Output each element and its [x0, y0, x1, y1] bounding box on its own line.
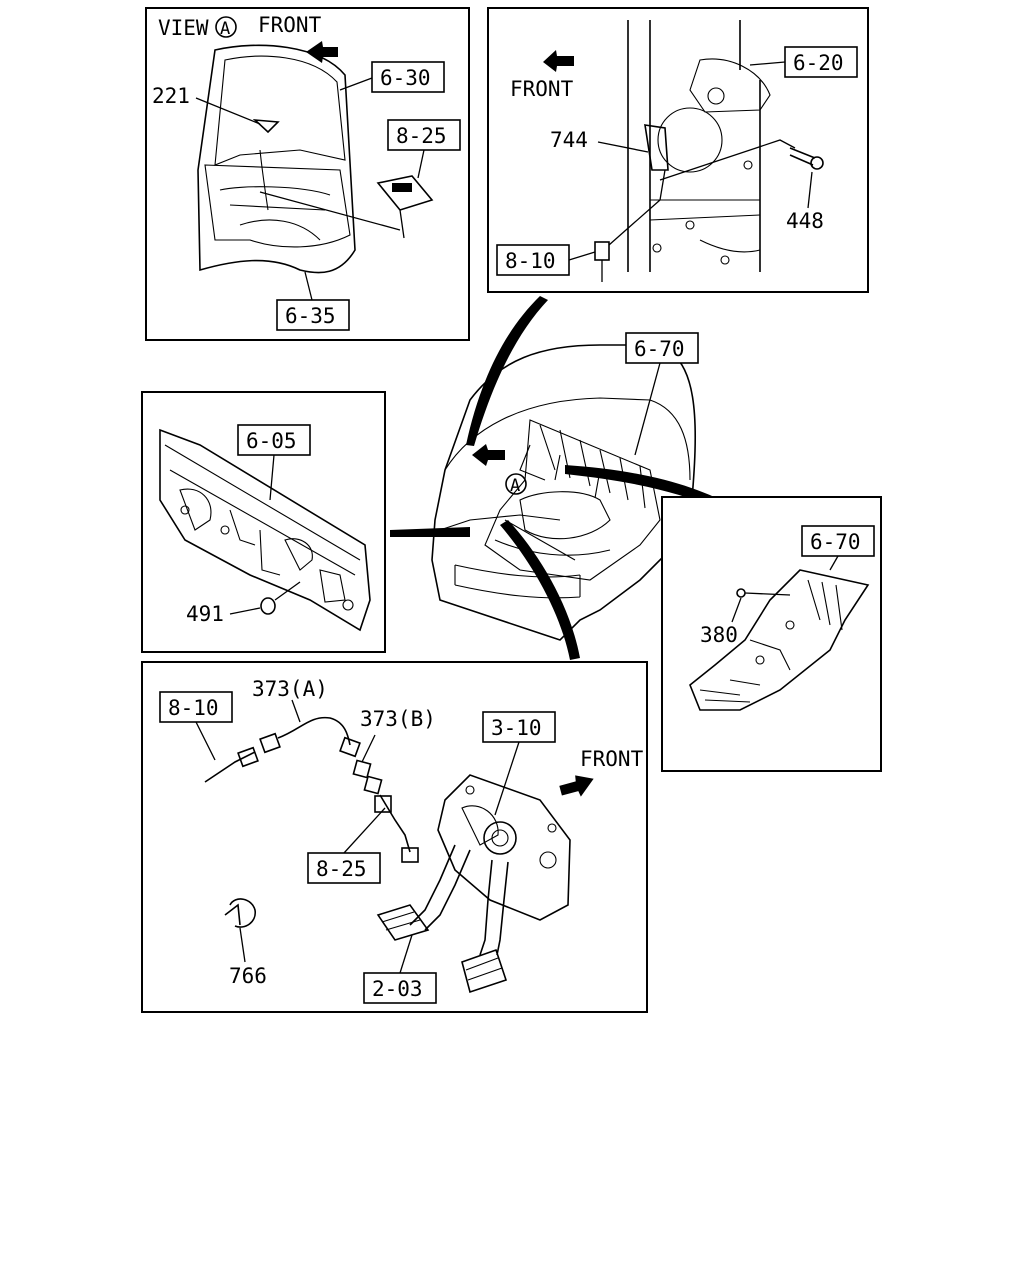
cab-floor-assembly: A: [390, 296, 742, 660]
part-380-label: 380: [700, 623, 738, 647]
callout-2-03-label: 2-03: [372, 977, 423, 1001]
callout-8-25-bottom-label: 8-25: [316, 857, 367, 881]
part-373a-label: 373(A): [252, 677, 328, 701]
view-a-front-label: FRONT: [258, 13, 322, 37]
callout-3-10-label: 3-10: [491, 716, 542, 740]
panel-dash: 6-05 491: [141, 391, 386, 653]
view-marker-circle: [505, 473, 527, 495]
front-arrow-icon: [306, 41, 338, 63]
top-right-front-label: FRONT: [510, 77, 574, 101]
part-448-label: 448: [786, 209, 824, 233]
panel-pedals: 8-10 373(A) 373(B) 8-25 3-10 FRONT: [141, 661, 648, 1013]
panel-floor-detail: 6-70 380: [661, 496, 882, 772]
part-221-label: 221: [152, 84, 190, 108]
panel-view-a: VIEW A FRONT 221 6-30 8-25 6-35: [145, 7, 470, 341]
callout-6-35-label: 6-35: [285, 304, 336, 328]
callout-6-20-label: 6-20: [793, 51, 844, 75]
part-373b-label: 373(B): [360, 707, 436, 731]
callout-6-70-center: 6-70: [625, 332, 699, 456]
bottom-front-label: FRONT: [580, 747, 644, 771]
panel-door-switch: FRONT 744 6-20 448 8-10: [487, 7, 869, 293]
front-arrow-icon: [559, 775, 594, 797]
part-491-label: 491: [186, 602, 224, 626]
part-766-label: 766: [229, 964, 267, 988]
callout-6-70-right-label: 6-70: [810, 530, 861, 554]
view-label-marker: A: [220, 19, 230, 39]
callout-8-10-bottom-label: 8-10: [168, 696, 219, 720]
part-744-label: 744: [550, 128, 588, 152]
callout-8-10-top-label: 8-10: [505, 249, 556, 273]
callout-6-70-center-label: 6-70: [634, 337, 685, 361]
center-view-marker: A: [510, 476, 520, 496]
callout-6-05-label: 6-05: [246, 429, 297, 453]
front-arrow-icon: [543, 50, 574, 72]
callout-6-30-label: 6-30: [380, 66, 431, 90]
callout-8-25-top-label: 8-25: [396, 124, 447, 148]
view-label-prefix: VIEW: [158, 16, 209, 40]
